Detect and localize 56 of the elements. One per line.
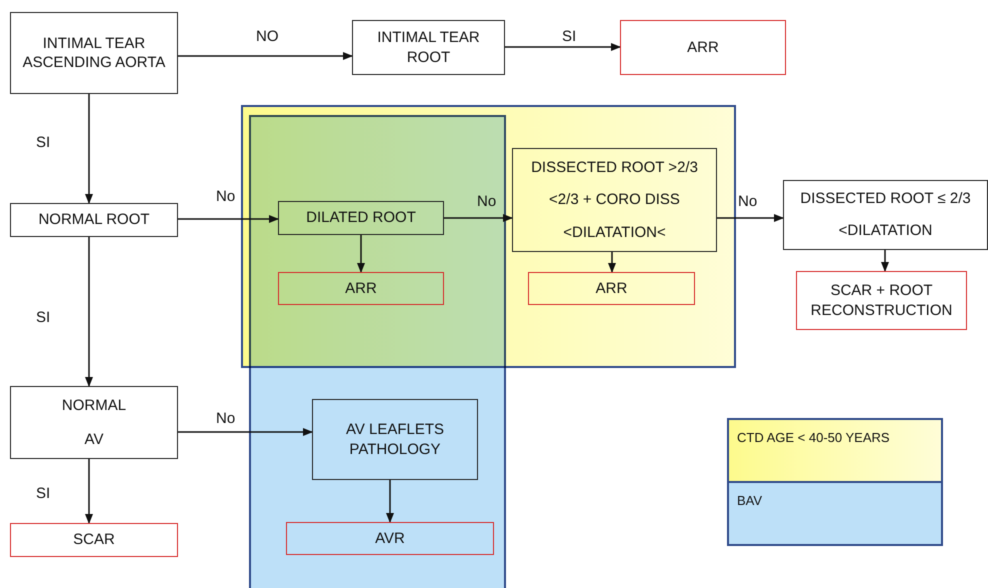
arrow — [178, 215, 279, 223]
edge-label: No — [477, 193, 496, 210]
outcome-box — [620, 20, 786, 75]
arrow — [717, 214, 784, 222]
arrow — [444, 214, 513, 222]
legend-text: CTD AGE < 40-50 YEARS — [737, 430, 890, 445]
node-text: ARR — [345, 278, 377, 298]
arrow — [85, 237, 93, 387]
edge-label: No — [216, 410, 236, 427]
node-text: <2/3 + CORO DISS — [549, 190, 680, 210]
arrow — [505, 43, 621, 51]
step-box — [10, 12, 178, 94]
legend-text: BAV — [737, 493, 762, 508]
edge-label: SI — [562, 28, 576, 45]
node-text: INTIMAL TEAR ROOT — [376, 28, 481, 67]
arrow — [85, 94, 93, 204]
node-text: AV — [84, 430, 104, 449]
node-text: ARR — [687, 38, 719, 58]
outcome-box — [286, 522, 494, 555]
step-box — [10, 386, 178, 459]
node-text: AVR — [375, 528, 405, 548]
arrow — [178, 52, 353, 60]
outcome-box — [10, 523, 178, 557]
node-text: <DILATATION< — [563, 222, 666, 242]
arrow — [881, 250, 889, 272]
node-text: INTIMAL TEAR ASCENDING AORTA — [22, 34, 166, 72]
edge-label: NO — [256, 28, 278, 45]
outcome-box — [528, 272, 695, 305]
step-box — [352, 20, 505, 75]
node-text: SCAR — [73, 530, 115, 550]
node-text: DISSECTED ROOT >2/3 — [531, 158, 698, 178]
arrow — [178, 428, 313, 436]
node-text: DILATED ROOT — [306, 208, 416, 228]
edge-label: SI — [36, 309, 50, 326]
step-box — [312, 399, 478, 480]
step-box — [10, 203, 178, 237]
node-text: AV LEAFLETS PATHOLOGY — [344, 420, 446, 459]
node-text: <DILATATION — [838, 221, 932, 241]
arrow — [608, 252, 616, 273]
arrow — [357, 235, 365, 273]
step-box — [278, 201, 444, 235]
node-text: SCAR + ROOT RECONSTRUCTION — [810, 281, 954, 320]
node-text: ARR — [596, 278, 628, 298]
node-text: NORMAL — [62, 396, 126, 416]
outcome-box — [796, 271, 967, 330]
edge-label: SI — [36, 134, 50, 151]
edge-label: No — [216, 188, 236, 205]
arrow — [85, 459, 93, 524]
node-text: NORMAL ROOT — [38, 210, 150, 230]
arrow — [386, 480, 394, 523]
step-box — [512, 148, 717, 252]
outcome-box — [278, 272, 444, 305]
edge-label: No — [738, 193, 758, 210]
edge-label: SI — [36, 485, 50, 502]
step-box — [783, 180, 988, 250]
node-text: DISSECTED ROOT ≤ 2/3 — [800, 189, 971, 209]
